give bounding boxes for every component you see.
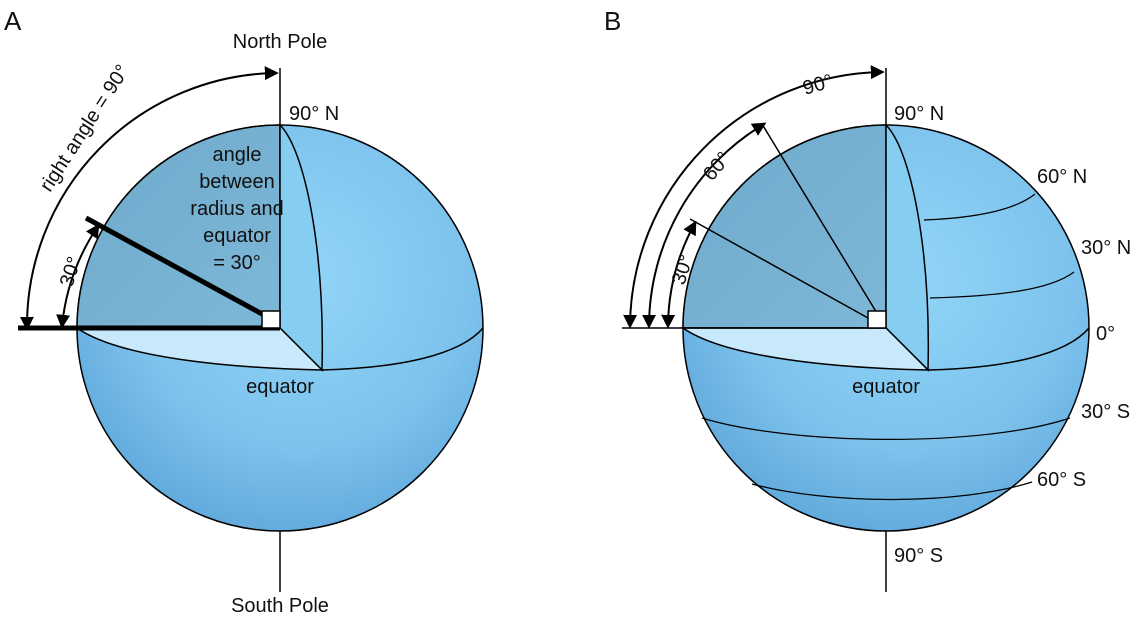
- angle-note-line: angle: [213, 144, 262, 166]
- right-angle-label: right angle = 90°: [36, 61, 134, 196]
- arc-90-label: 90°: [800, 70, 835, 99]
- right-angle-marker-a: [261, 310, 281, 329]
- latitude-label-90n: 90° N: [894, 103, 944, 125]
- latitude-line-60s: [751, 481, 1033, 501]
- equator-label-a: equator: [246, 376, 314, 398]
- equator-label-b: equator: [852, 376, 920, 398]
- angle-note-line: radius and: [190, 198, 283, 220]
- arc-60-b: [642, 122, 767, 329]
- latitude-label-30s: 30° S: [1081, 401, 1130, 423]
- latitude-label-30n: 30° N: [1081, 237, 1131, 259]
- latitude-label-60s: 60° S: [1037, 469, 1086, 491]
- latitude-line-30n: [929, 271, 1075, 299]
- angle-note-line: between: [199, 171, 275, 193]
- right-angle-marker-b: [867, 310, 887, 329]
- south-pole-label: South Pole: [231, 595, 329, 617]
- arc-90-a: [19, 66, 279, 331]
- north-pole-label: North Pole: [233, 31, 328, 53]
- panel-a-letter: A: [4, 6, 22, 36]
- panel-a: A right angle = 90° 30° North Pole South…: [4, 6, 484, 617]
- equator-plane-a: [74, 327, 324, 371]
- angle-note-line: = 30°: [213, 252, 260, 274]
- arc-60-label: 60°: [699, 148, 735, 185]
- angle-note: angle between radius and equator = 30°: [190, 144, 283, 274]
- equator-line-a: [321, 327, 484, 371]
- latitude-line-0: [927, 327, 1090, 371]
- pole-latitude-label-a: 90° N: [289, 103, 339, 125]
- panel-b: B 90° 60° 30° 90° N: [604, 6, 1131, 592]
- angle-note-line: equator: [203, 225, 271, 247]
- arc-30-b: [661, 220, 697, 329]
- equator-plane-b: [680, 327, 930, 371]
- latitude-label-0: 0°: [1096, 323, 1115, 345]
- latitude-label-90s: 90° S: [894, 545, 943, 567]
- section-face-b: [885, 123, 930, 372]
- arc-30-a: [56, 223, 100, 329]
- section-face-a: [279, 123, 324, 372]
- latitude-label-60n: 60° N: [1037, 166, 1087, 188]
- latitude-line-60n: [923, 193, 1036, 221]
- latitude-line-30s: [701, 417, 1071, 440]
- panel-b-letter: B: [604, 6, 621, 36]
